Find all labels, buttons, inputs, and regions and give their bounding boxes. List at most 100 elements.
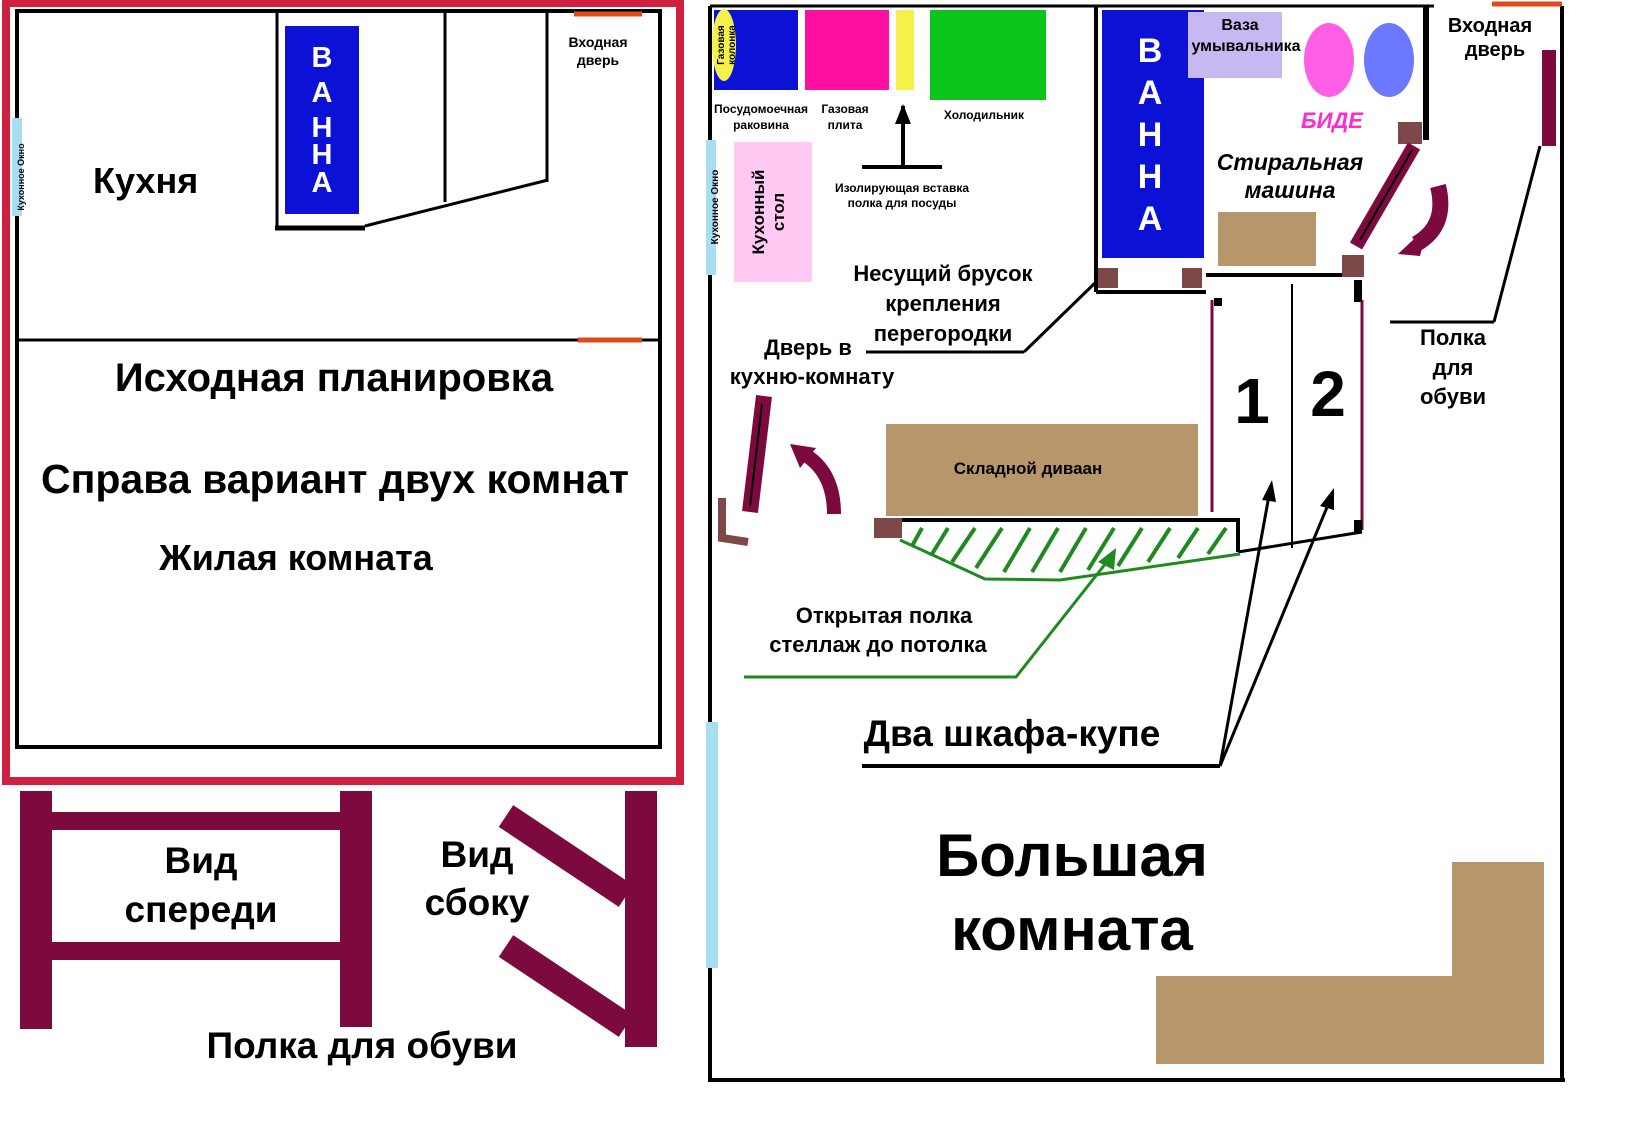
shoe-shelf-caption: Полка для обуви <box>206 1025 517 1066</box>
washing-machine-label-1: Стиральная <box>1217 149 1364 175</box>
fridge-label: Холодильник <box>944 108 1025 122</box>
shoe-shelf-label-2: для <box>1433 355 1474 380</box>
washing-machine <box>1218 212 1316 266</box>
insert-shelf-arrow-head <box>895 104 911 124</box>
bidet-pink <box>1304 23 1354 97</box>
side-view-bottom-shelf <box>498 935 634 1037</box>
right-kitchen-window-label: Кухонное Окно <box>710 170 721 245</box>
wardrobe-2-top-stop <box>1354 280 1362 302</box>
side-view-top-shelf <box>498 805 634 907</box>
side-view-label-1: Вид <box>441 834 514 875</box>
gas-heater-label-1: Газовая <box>716 25 727 65</box>
shoe-shelf-label-3: обуви <box>1420 384 1486 409</box>
right-bath-letter-4: Н <box>1138 158 1163 196</box>
gas-heater <box>712 9 736 81</box>
bidet-blue <box>1364 23 1414 97</box>
left-plan-title: Исходная планировка <box>115 356 554 400</box>
bath-door-hinge-bottom <box>1342 255 1364 277</box>
side-view-label-2: сбоку <box>425 882 530 923</box>
right-entrance-door-label-1: Входная <box>1448 15 1532 37</box>
kitchen-door-swing-arrow <box>800 447 841 515</box>
support-beam-pointer <box>1022 280 1098 354</box>
right-bath-letter-5: А <box>1138 200 1163 238</box>
kitchen-door-axis <box>749 403 763 507</box>
washbasin-label-1: Ваза <box>1221 17 1258 34</box>
washbasin <box>1188 12 1282 78</box>
left-bath-letter-2: А <box>312 77 333 109</box>
left-entrance-door-label-1: Входная <box>568 34 627 50</box>
left-panel-frame <box>2 0 684 785</box>
side-view-post <box>625 791 657 1047</box>
open-shelf-outline <box>899 538 1241 582</box>
left-diagonal-wall <box>364 178 549 228</box>
wardrobe-1-pointer <box>1218 489 1272 767</box>
washing-machine-label-2: машина <box>1245 177 1336 203</box>
kitchen-label: Кухня <box>93 160 198 201</box>
gas-heater-label-2: колонка <box>727 25 738 65</box>
left-plan-outline <box>15 9 662 749</box>
left-kitchen-window <box>12 118 22 216</box>
front-view-label-1: Вид <box>165 840 238 881</box>
front-view-top-shelf <box>52 812 340 830</box>
gas-stove <box>805 10 889 90</box>
front-view-right-post <box>340 791 372 1027</box>
kitchen-door-label-1: Дверь в <box>764 335 852 360</box>
left-kitchen-window-label: Кухонное Окно <box>16 143 26 211</box>
support-beam-label-3: перегородки <box>874 321 1013 346</box>
open-shelf-pointer-head <box>1098 548 1116 570</box>
insert-shelf <box>896 10 914 90</box>
wardrobe-1-top-stop <box>1214 298 1222 306</box>
open-shelf-hatching <box>910 526 1228 574</box>
corner-sofa <box>1156 862 1544 1064</box>
support-beam-right <box>1182 268 1202 288</box>
wardrobe-2-bottom-stop <box>1354 520 1362 532</box>
support-beam-left <box>1098 268 1118 288</box>
kitchen-table-label-1: Кухонный <box>749 170 768 255</box>
left-bath-letter-1: В <box>312 42 333 74</box>
shoe-shelf-detail: Вид спереди Вид сбоку Полка для обуви <box>20 791 657 1066</box>
left-bath-letter-5: А <box>312 167 333 199</box>
wardrobe-2-number: 2 <box>1310 358 1346 430</box>
left-bathtub <box>285 26 359 214</box>
bath-door-hinge-top <box>1398 122 1422 144</box>
bidet-label: БИДЕ <box>1301 108 1364 133</box>
support-beam-label-1: Несущий брусок <box>853 261 1033 286</box>
kitchen-table <box>734 142 812 282</box>
sofa-label: Складной диваан <box>954 459 1103 478</box>
big-room-label-1: Большая <box>936 822 1208 889</box>
wardrobe-2-pointer <box>1218 499 1332 767</box>
shoe-shelf-label-1: Полка <box>1420 325 1487 350</box>
left-entrance-door-label-2: дверь <box>577 52 620 68</box>
bath-door-axis <box>1359 149 1413 241</box>
left-bath-label: В А Н Н А <box>312 42 333 199</box>
front-view-label-2: спереди <box>125 889 278 930</box>
insert-shelf-label-1: Изолирующая вставка <box>835 181 969 195</box>
shoe-shelf-pointer <box>1492 145 1542 323</box>
open-shelf-label-1: Открытая полка <box>796 603 973 628</box>
dish-sink-label-2: раковина <box>733 118 789 132</box>
right-entrance-door-label-2: дверь <box>1465 39 1525 61</box>
wardrobe-1-pointer-head <box>1262 480 1276 502</box>
folding-sofa <box>886 424 1198 516</box>
right-entrance-door <box>1542 50 1556 146</box>
support-beam-label-2: крепления <box>885 291 1001 316</box>
big-room-label-2: комната <box>951 896 1193 963</box>
wardrobe-front-line <box>1237 530 1363 554</box>
front-view-bottom-shelf <box>52 942 340 960</box>
kitchen-door-swing-arrow-head <box>790 444 816 468</box>
front-view-left-post <box>20 791 52 1029</box>
right-bath-letter-3: Н <box>1138 116 1163 154</box>
bath-door-swing-arrow-head <box>1398 226 1428 256</box>
washbasin-label-2: умывальника <box>1191 38 1300 55</box>
gas-stove-label-1: Газовая <box>821 102 868 116</box>
wardrobe-2-pointer-head <box>1320 488 1334 510</box>
fridge <box>930 10 1046 100</box>
open-shelf-post <box>874 518 902 538</box>
open-shelf-pointer <box>744 557 1112 679</box>
left-bath-letter-4: Н <box>312 139 333 171</box>
right-bath-letter-1: В <box>1138 32 1163 70</box>
right-bath-label: В А Н Н А <box>1138 32 1163 238</box>
left-bath-letter-3: Н <box>312 112 333 144</box>
gas-stove-label-2: плита <box>828 118 863 132</box>
